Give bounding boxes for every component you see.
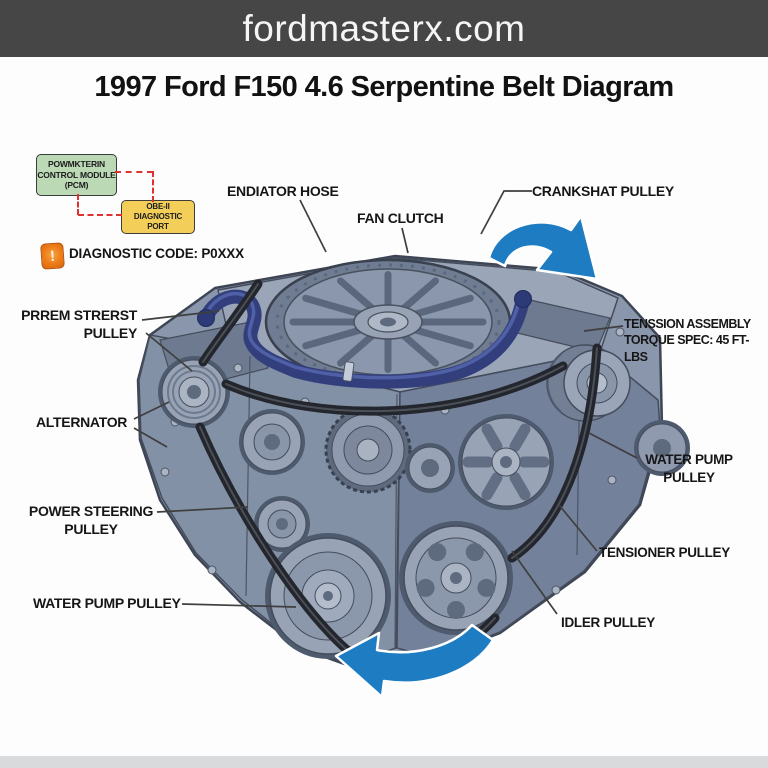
site-name: fordmasterx.com	[242, 7, 526, 49]
label-tension-assembly: TENSSION ASSEMBLY TORQUE SPEC: 45 FT-LBS	[624, 317, 751, 364]
label-premium-pulley: PRREM STRERST PULLEY	[21, 307, 137, 342]
bottom-bar	[0, 756, 768, 768]
dashed-connector	[115, 171, 153, 173]
label-radiator-hose: ENDIATOR HOSE	[227, 183, 339, 199]
obd-port-box: OBE-II DIAGNOSTIC PORT	[121, 200, 195, 234]
alternator-pulley	[158, 356, 230, 428]
warning-icon: !	[40, 242, 65, 270]
fan-clutch	[264, 258, 512, 386]
label-alternator: ALTERNATOR	[36, 414, 128, 430]
label-tensioner-pulley: TENSIONER PULLEY	[599, 545, 730, 560]
dashed-connector	[152, 171, 154, 202]
right-edge-pulley	[634, 420, 690, 476]
rotation-arrow-bottom	[334, 623, 495, 699]
radiator-hose	[197, 289, 532, 389]
label-water-pump-pulley-left: WATER PUMP PULLEY	[33, 595, 181, 611]
label-crankshaft-pulley: CRANKSHAT PULLEY	[532, 183, 674, 199]
label-power-steering-pulley: POWER STEERING PULLEY	[28, 503, 154, 538]
idler-small-pulley	[239, 409, 305, 475]
label-fan-clutch: FAN CLUTCH	[357, 210, 444, 226]
dashed-connector	[77, 194, 79, 215]
site-header-bar: fordmasterx.com	[0, 0, 768, 57]
pcm-box: POWMKTERIN CONTROL MODULE (PCM)	[36, 154, 117, 196]
water-pump-pulley-large	[265, 533, 391, 659]
diagnostic-code-text: DIAGNOSTIC CODE: P0XXX	[69, 246, 244, 261]
dashed-connector	[78, 214, 122, 216]
idler-pulley-bottom	[399, 521, 513, 635]
rotation-arrow-top	[487, 214, 599, 281]
water-pump-pulley-spoked	[458, 414, 554, 510]
page-title: 1997 Ford F150 4.6 Serpentine Belt Diagr…	[94, 71, 674, 103]
label-water-pump-pulley-right: WATER PUMP PULLEY	[645, 452, 733, 485]
serpentine-belt	[195, 279, 602, 665]
accessory-pulley	[405, 443, 455, 493]
power-steering-pulley	[254, 496, 310, 552]
label-idler-pulley: IDLER PULLEY	[561, 615, 655, 630]
cam-gear-pulley	[324, 406, 412, 494]
leader-lines	[133, 190, 638, 615]
